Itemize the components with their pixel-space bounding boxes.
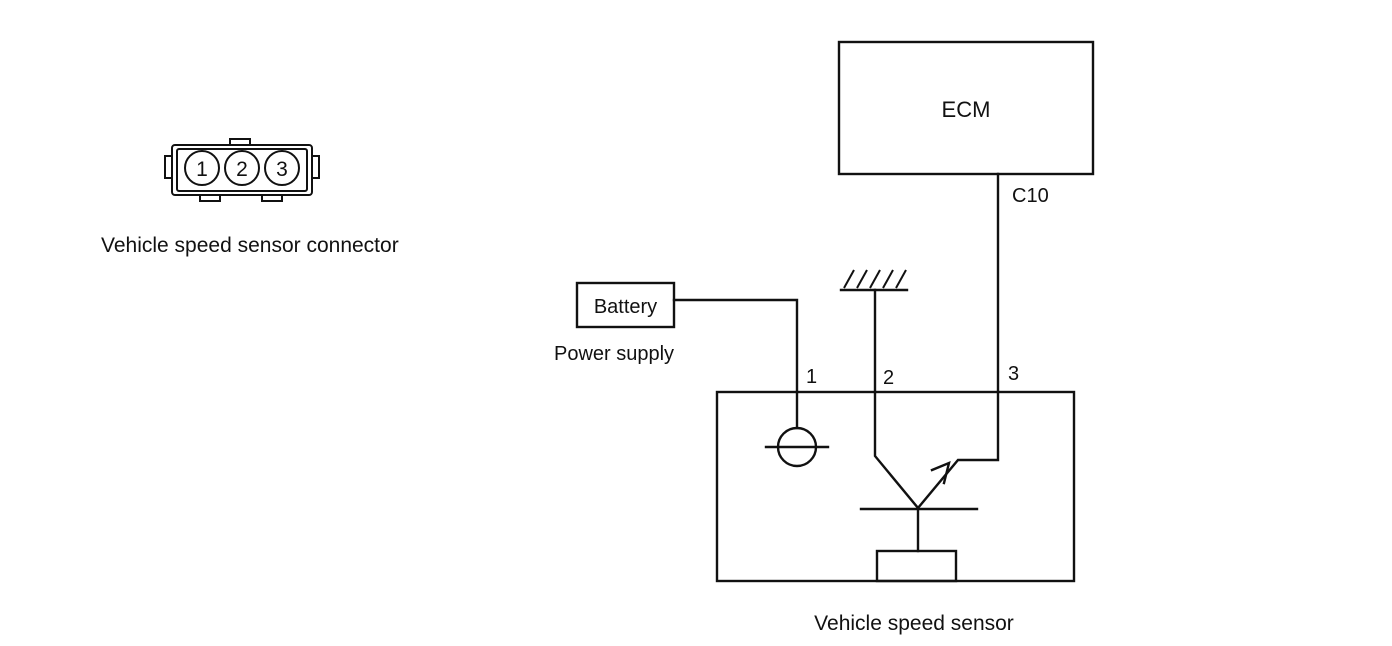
ecm-label: ECM [942,97,991,122]
connector-icon: 1 2 3 [164,138,320,202]
battery-label: Battery [594,296,657,318]
sensor-terminal-3-label: 3 [1008,363,1019,385]
connector-pin-3 [264,150,300,186]
ecm-terminal-label: C10 [1012,185,1049,207]
power-supply-caption: Power supply [554,343,674,365]
battery-box [575,281,676,329]
connector-caption: Vehicle speed sensor connector [101,234,399,257]
connector-pin-1 [184,150,220,186]
connector-pin-3-label: 3 [276,158,288,181]
sensor-caption: Vehicle speed sensor [814,612,1014,635]
battery-wire [672,298,799,394]
connector-pin-1-label: 1 [196,158,208,181]
ecm-box [837,40,1095,176]
sensor-terminal-2-label: 2 [883,367,894,389]
sensor-box [715,390,1076,583]
sensor-terminal-1-label: 1 [806,366,817,388]
connector-pin-2 [224,150,260,186]
connector-pin-2-label: 2 [236,158,248,181]
ground-icon [839,269,909,292]
transistor-icon [859,390,1000,583]
